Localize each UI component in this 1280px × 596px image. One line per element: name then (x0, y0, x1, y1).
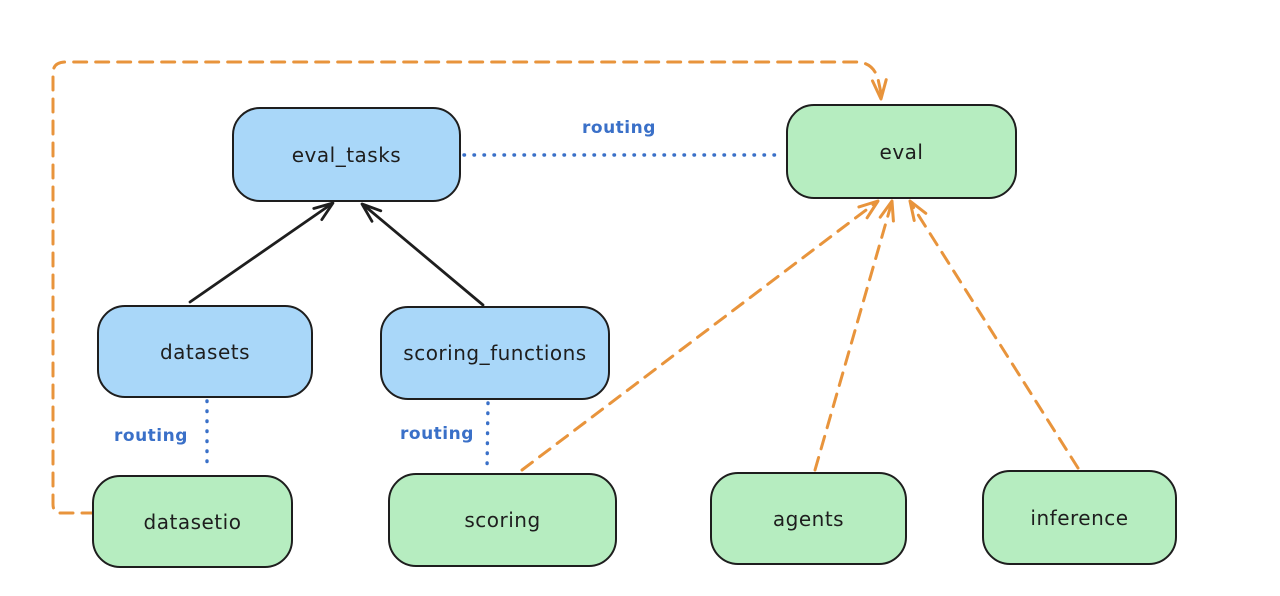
node-scoring-functions: scoring_functions (380, 306, 610, 400)
edge-scoring_functions-to-scoring-routing (485, 401, 490, 472)
node-eval-tasks: eval_tasks (232, 107, 461, 202)
node-scoring-functions-label: scoring_functions (403, 341, 587, 365)
node-datasetio-label: datasetio (143, 509, 242, 534)
edge-label-routing-datasets-datasetio: routing (114, 426, 188, 446)
edge-datasetio-to-eval (51, 60, 883, 515)
node-scoring-label: scoring (464, 508, 541, 532)
arrowhead-scoring_functions-to-eval_tasks (360, 202, 383, 223)
node-eval-label: eval (879, 139, 924, 164)
arrowhead-inference-to-eval (908, 199, 928, 222)
edge-agents-to-eval (813, 203, 893, 472)
node-datasets: datasets (97, 305, 313, 398)
edge-scoring_functions-to-eval_tasks (364, 205, 485, 307)
edge-label-routing-scoring-functions-scoring: routing (400, 424, 474, 444)
node-datasets-label: datasets (159, 339, 251, 364)
node-eval: eval (786, 104, 1017, 199)
node-eval-tasks-label: eval_tasks (291, 142, 402, 167)
edge-inference-to-eval (910, 203, 1080, 470)
arrowhead-datasetio-to-eval (871, 78, 888, 101)
node-agents: agents (710, 472, 907, 565)
node-agents-label: agents (772, 506, 845, 531)
node-inference-label: inference (1030, 505, 1129, 530)
arrowhead-datasets-to-eval_tasks (312, 201, 335, 222)
edge-label-routing-eval-tasks-eval: routing (582, 118, 656, 138)
arrowhead-agents-to-eval (878, 199, 895, 223)
arrowhead-scoring-to-eval (857, 199, 880, 220)
node-inference: inference (982, 470, 1177, 565)
edge-scoring-to-eval (520, 202, 876, 472)
edge-datasets-to-eval_tasks (188, 203, 332, 304)
node-scoring: scoring (388, 473, 617, 567)
node-datasetio: datasetio (92, 475, 293, 568)
